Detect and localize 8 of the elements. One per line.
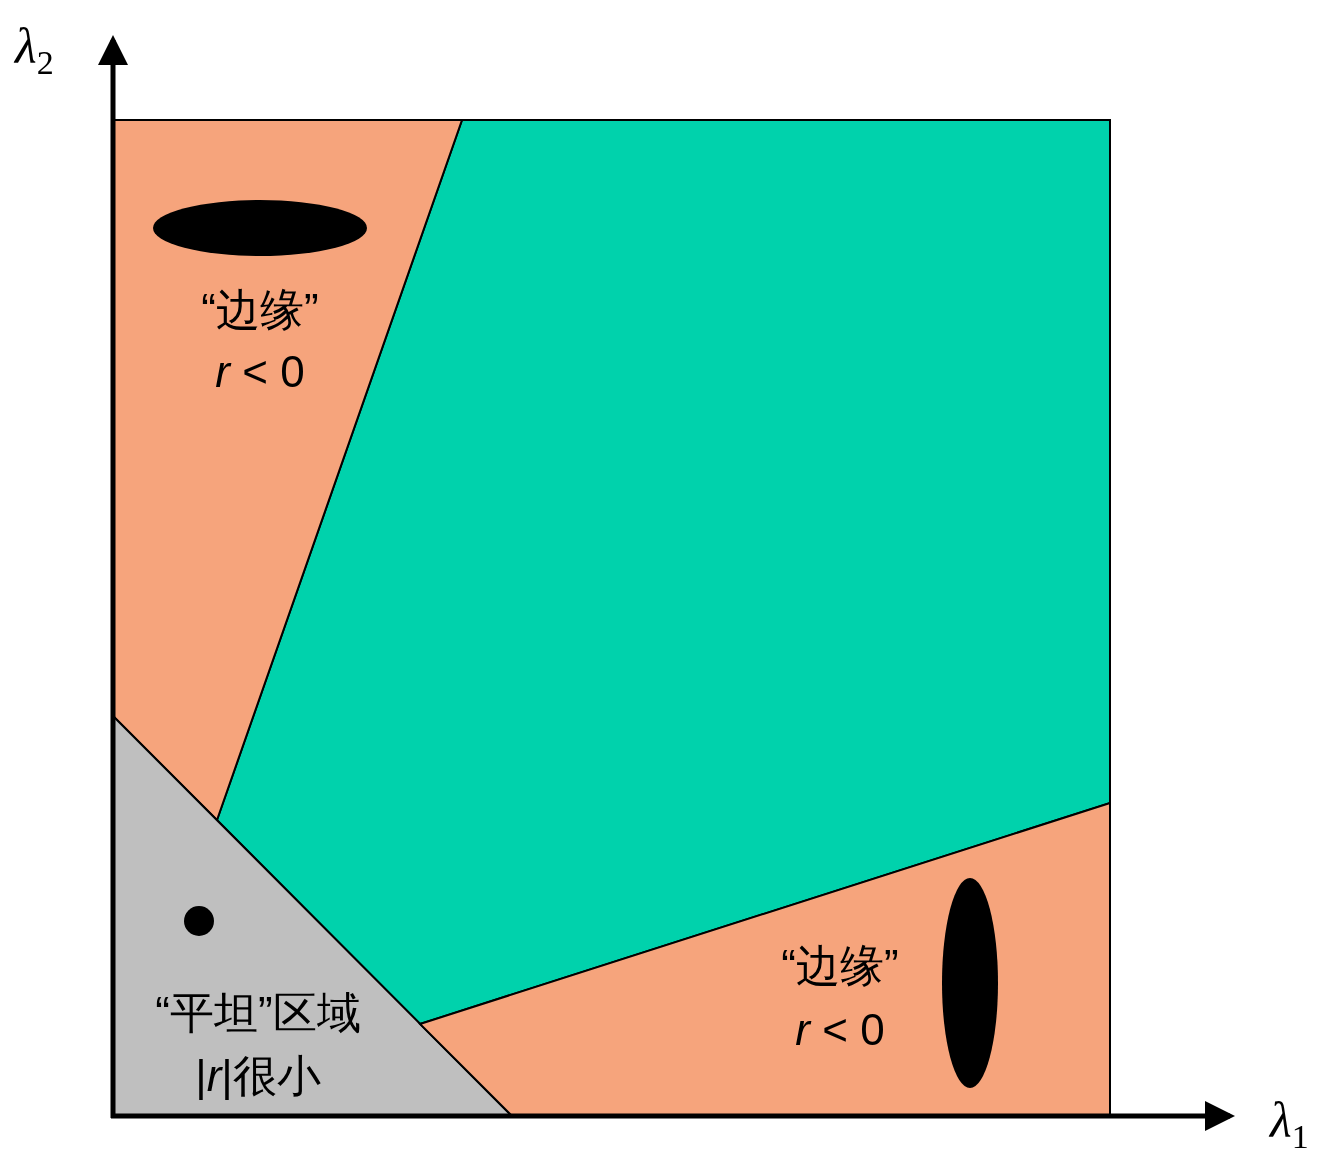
formula-label: |r|很小: [195, 1050, 321, 1102]
region-label: “边缘”: [201, 284, 319, 336]
formula-label: r < 0: [795, 1004, 885, 1056]
axis-label: λ$_{2}$: [15, 18, 54, 83]
region-label: “平坦”区域: [155, 987, 361, 1039]
region-label: “边缘”: [781, 940, 899, 992]
formula-label: r < 0: [215, 346, 305, 398]
axis-label: λ$_{1}$: [1270, 1092, 1309, 1154]
